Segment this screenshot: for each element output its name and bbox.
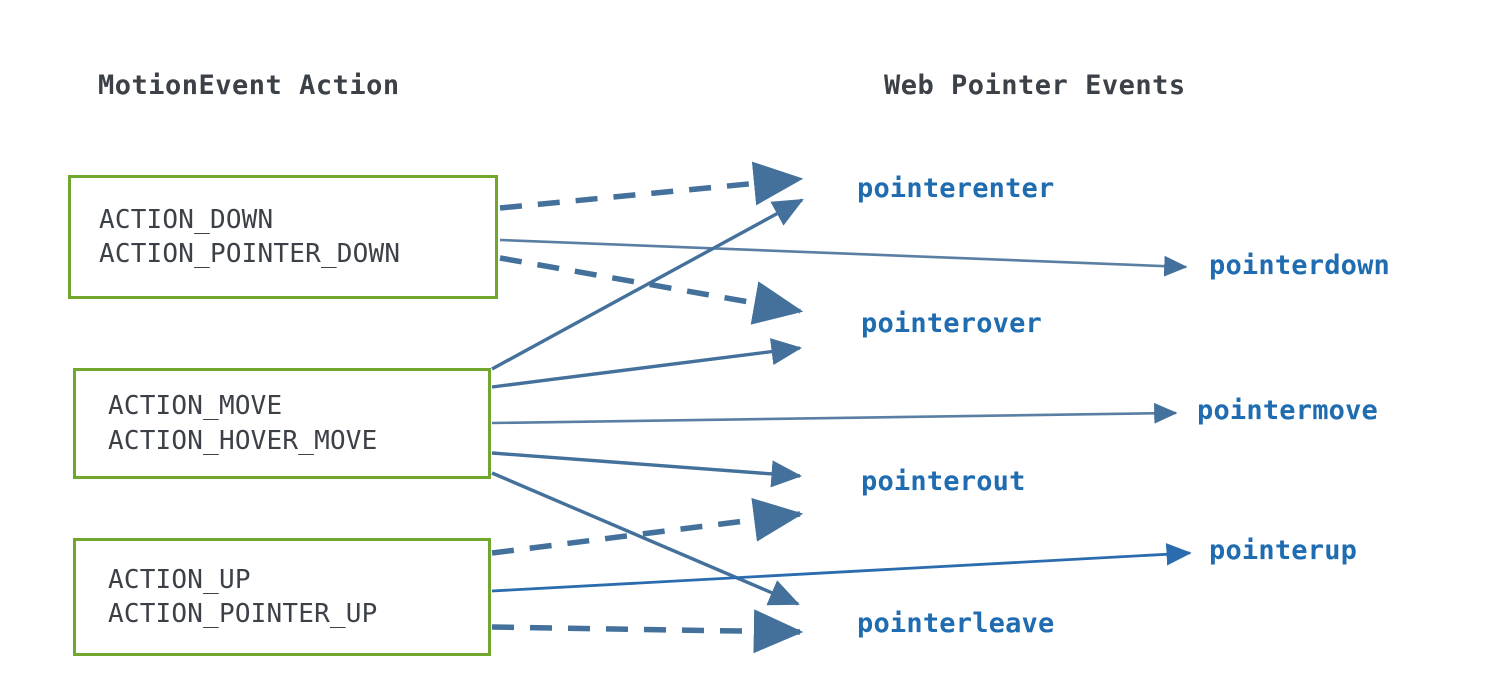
action-label: ACTION_POINTER_UP [108, 599, 378, 629]
edge-down-to-pointerover [499, 255, 804, 325]
edge-down-to-pointerdown [499, 238, 1188, 277]
edge-down-to-pointerenter [499, 161, 804, 211]
event-label-pointerover[interactable]: pointerover [861, 308, 1043, 339]
action-box-move[interactable]: ACTION_MOVE ACTION_HOVER_MOVE [73, 368, 491, 479]
action-label: ACTION_MOVE [108, 391, 283, 422]
edge-up-to-pointerup [491, 543, 1192, 593]
action-label: ACTION_POINTER_DOWN [99, 239, 401, 269]
edge-up-to-pointerleave [491, 609, 804, 654]
event-label-pointerdown[interactable]: pointerdown [1209, 250, 1391, 281]
event-label-pointerenter[interactable]: pointerenter [857, 173, 1055, 204]
column-header-web-pointer-events: Web Pointer Events [884, 70, 1186, 101]
action-label: ACTION_DOWN [99, 204, 274, 235]
edge-move-to-pointerenter [491, 198, 804, 371]
edge-move-to-pointerover [491, 338, 803, 389]
edge-move-to-pointermove [491, 402, 1178, 425]
event-label-pointerout[interactable]: pointerout [861, 466, 1026, 497]
event-label-pointerup[interactable]: pointerup [1209, 535, 1358, 566]
action-box-up[interactable]: ACTION_UP ACTION_POINTER_UP [73, 538, 491, 656]
action-box-down[interactable]: ACTION_DOWN ACTION_POINTER_DOWN [68, 175, 498, 299]
event-label-pointerleave[interactable]: pointerleave [857, 608, 1055, 639]
edge-move-to-pointerout [491, 451, 803, 488]
action-label: ACTION_HOVER_MOVE [108, 425, 378, 456]
event-label-pointermove[interactable]: pointermove [1197, 395, 1379, 426]
column-header-motionevent-action: MotionEvent Action [98, 70, 400, 101]
edge-move-to-pointerleave [491, 471, 800, 606]
edge-up-to-pointerout [491, 497, 804, 556]
action-label: ACTION_UP [108, 564, 251, 595]
